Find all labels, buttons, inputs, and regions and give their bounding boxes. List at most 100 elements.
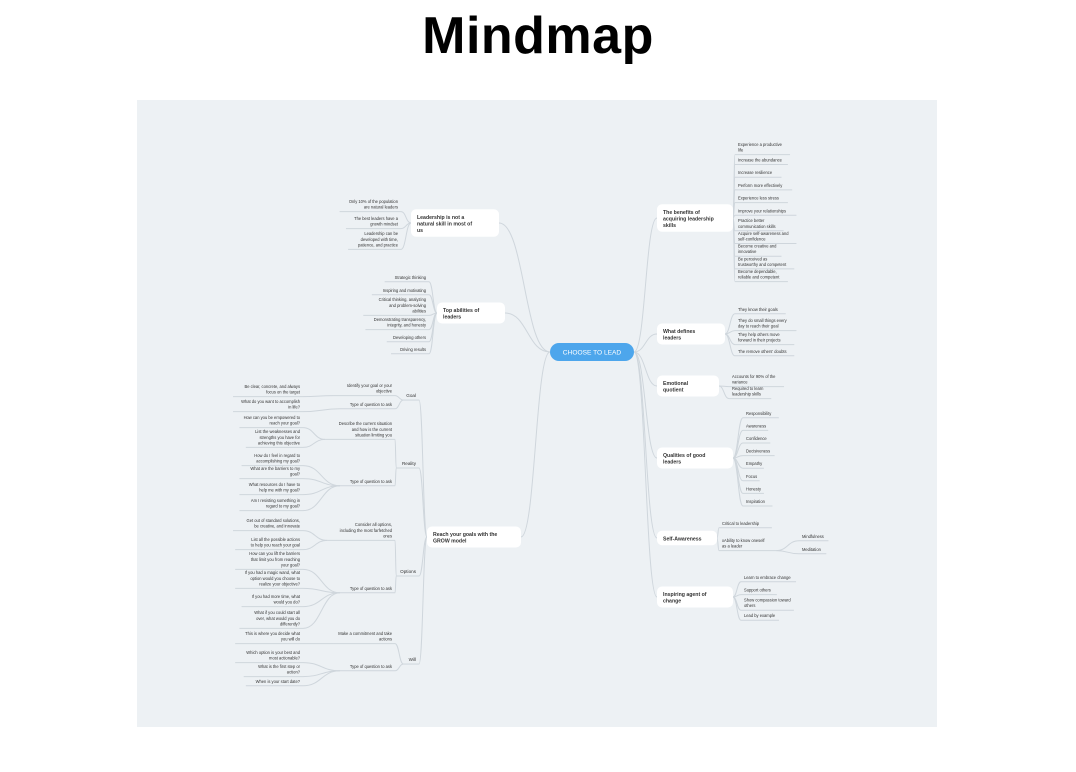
- node-meditation[interactable]: Meditation: [799, 547, 827, 555]
- node-text: How can you lift the barriers: [249, 551, 300, 556]
- node-mindfulness[interactable]: Mindfulness: [799, 534, 829, 542]
- node-lead-by-example[interactable]: Lead by example: [741, 613, 779, 621]
- node-inspiring-and-motivating[interactable]: Inspiring and motivating: [371, 288, 429, 296]
- node-text: integrity, and honesty: [387, 323, 427, 328]
- node-text: realize your objective?: [259, 581, 300, 586]
- node-type-of-question-to-ask[interactable]: Type of question to ask: [339, 402, 395, 410]
- node-inspiration[interactable]: Inspiration: [743, 499, 773, 507]
- node-focus[interactable]: Focus: [743, 474, 760, 482]
- node-driving-results[interactable]: Driving results: [391, 347, 429, 355]
- node-developing-others[interactable]: Developing others: [386, 335, 429, 343]
- node-the-remove-others-doubts[interactable]: The remove others' doubts: [735, 349, 795, 357]
- node-awareness[interactable]: Awareness: [743, 423, 769, 431]
- node-learn-to-embrace-change[interactable]: Learn to embrace change: [741, 575, 797, 583]
- node-text: Strategic thinking: [395, 275, 427, 280]
- node-responsibility[interactable]: Responsibility: [743, 411, 779, 419]
- node-text: How can you be empowered to: [244, 415, 301, 420]
- connector-line: [428, 294, 438, 314]
- node-improve-your-relationships[interactable]: Improve your relationships: [735, 208, 797, 216]
- node-text: differently?: [280, 621, 301, 626]
- node-text: Consider all options,: [355, 522, 392, 527]
- node-will[interactable]: Will: [403, 657, 419, 665]
- node-empathy[interactable]: Empathy: [743, 461, 764, 469]
- node-experience-less-stress[interactable]: Experience less stress: [735, 196, 788, 204]
- node-options[interactable]: Options: [396, 569, 419, 577]
- node-confidence[interactable]: Confidence: [743, 436, 771, 444]
- node-text: that limit you from reaching: [251, 557, 301, 562]
- node-text: most actionable?: [269, 656, 301, 661]
- node-type-of-question-to-ask[interactable]: Type of question to ask: [339, 479, 395, 487]
- node-when-is-your-start-date[interactable]: When is your start date?: [245, 679, 303, 687]
- connector-line: [732, 457, 744, 507]
- node-type-of-question-to-ask[interactable]: Type of question to ask: [339, 664, 395, 672]
- node-how-do-i-feel-in-regard-to-accomplishing[interactable]: How do I feel in regard toaccomplishing …: [241, 453, 303, 467]
- node-type-of-question-to-ask[interactable]: Type of question to ask: [339, 586, 395, 594]
- node-text: xAbility to know oneself: [722, 538, 765, 543]
- node-strategic-thinking[interactable]: Strategic thinking: [384, 275, 429, 283]
- node-acquire-self-awareness-and-self-confiden[interactable]: Acquire self-awareness andself-confidenc…: [735, 231, 797, 244]
- central-node[interactable]: CHOOSE TO LEAD: [550, 343, 634, 361]
- connector-line: [428, 312, 438, 355]
- node-perform-more-effectively[interactable]: Perform more effectively: [735, 183, 793, 191]
- node-text: Demonstrating transparency,: [374, 317, 426, 322]
- branch-self-awareness[interactable]: Self-Awareness: [657, 530, 717, 546]
- node-consider-all-options-including-the-most-[interactable]: Consider all options,including the most …: [327, 522, 395, 541]
- node-become-dependable-reliable-and-competent[interactable]: Become dependable,reliable and competent: [735, 269, 788, 283]
- branch-box: [427, 526, 521, 548]
- node-reality[interactable]: Reality: [396, 461, 419, 469]
- node-demonstrating-transparency-integrity-and[interactable]: Demonstrating transparency,integrity, an…: [365, 317, 429, 331]
- node-decisiveness[interactable]: Decisiveness: [743, 449, 775, 457]
- node-text: Empathy: [746, 461, 763, 466]
- node-honesty[interactable]: Honesty: [743, 486, 764, 494]
- node-they-know-their-goals[interactable]: They know their goals: [735, 307, 786, 315]
- node-critical-to-leadership[interactable]: Critical to leadership: [719, 521, 772, 529]
- node-text: Accounts for 90% of the: [732, 374, 776, 379]
- node-increase-resilience[interactable]: Increase resilience: [735, 170, 782, 178]
- node-get-out-of-standard-solutions-be-creativ[interactable]: Get out of standard solutions,be creativ…: [233, 518, 303, 532]
- node-what-do-you-want-to-accomplish-in-life[interactable]: What do you want to accomplishin life?: [233, 399, 303, 413]
- node-support-others[interactable]: Support others: [741, 588, 777, 596]
- node-text: What if you could start all: [254, 610, 300, 615]
- node-goal[interactable]: Goal: [403, 393, 419, 401]
- node-increase-the-abundance[interactable]: Increase the abundance: [735, 158, 788, 165]
